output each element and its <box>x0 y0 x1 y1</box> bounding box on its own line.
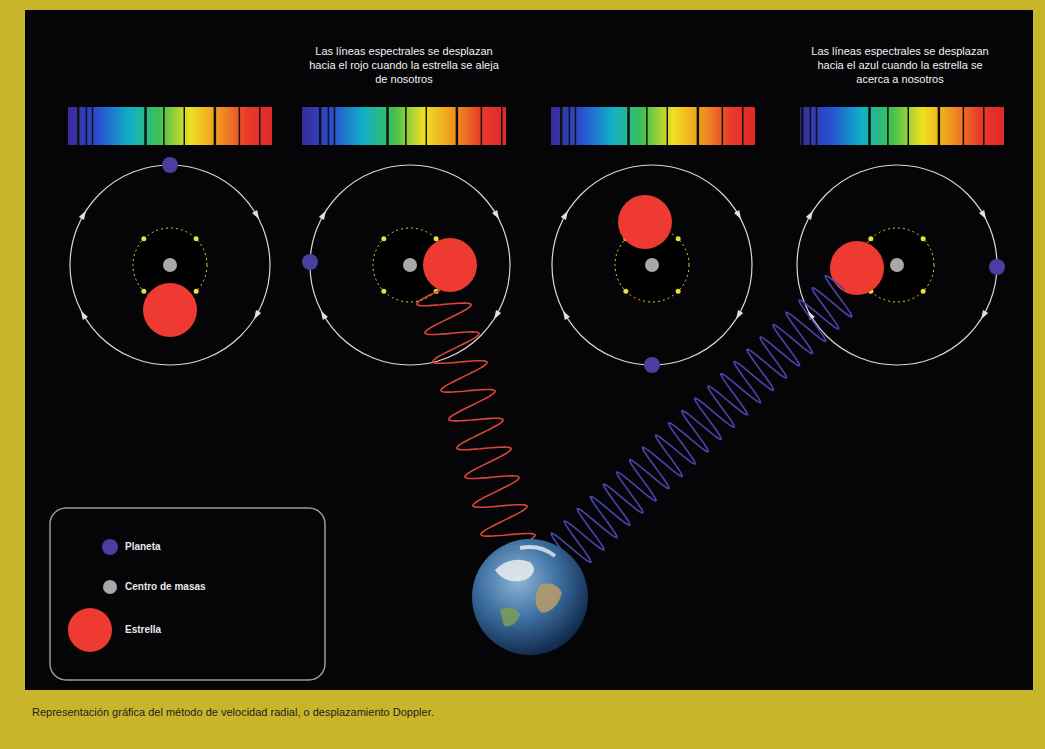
spectral-line <box>77 107 80 145</box>
orbit-arrow <box>868 236 873 241</box>
orbit-arrow <box>676 236 681 241</box>
legend-label: Planeta <box>125 541 305 553</box>
spectral-line <box>569 107 571 145</box>
spectral-note: Las líneas espectrales se desplazan haci… <box>309 44 499 86</box>
spectral-line <box>816 107 818 145</box>
star <box>830 241 884 295</box>
orbit-arrow <box>806 211 813 220</box>
spectral-line <box>334 107 336 145</box>
orbit-arrow <box>492 210 499 219</box>
spectral-line <box>646 107 648 145</box>
earth <box>472 539 588 655</box>
spectral-line <box>405 107 407 145</box>
spectral-line <box>908 107 910 145</box>
spectral-line <box>868 107 871 145</box>
legend-label: Centro de masas <box>125 581 305 593</box>
spectral-line <box>481 107 483 145</box>
orbit-arrow <box>981 310 988 319</box>
spectral-line <box>810 107 812 145</box>
star <box>143 283 197 337</box>
spectral-line <box>239 107 241 145</box>
spectral-line <box>86 107 88 145</box>
spectral-line <box>963 107 965 145</box>
spectral-line <box>938 107 941 145</box>
spectral-line <box>983 107 985 145</box>
legend-swatch <box>103 580 117 594</box>
spectral-line <box>560 107 563 145</box>
legend-box <box>50 508 325 680</box>
star <box>423 238 477 292</box>
spectral-line <box>163 107 165 145</box>
center-of-mass <box>645 258 659 272</box>
planet-orbit <box>797 165 997 365</box>
orbit-arrow <box>254 310 261 319</box>
center-of-mass <box>403 258 417 272</box>
orbit-arrow <box>81 311 88 320</box>
spectral-line <box>328 107 330 145</box>
orbit-arrow <box>194 236 199 241</box>
figure-caption: Representación gráfica del método de vel… <box>32 705 932 719</box>
spectrum-bar <box>800 107 1004 145</box>
spectral-line <box>92 107 94 145</box>
center-of-mass <box>163 258 177 272</box>
spectral-line <box>214 107 217 145</box>
spectrum-bar <box>551 107 755 145</box>
orbit-arrow <box>623 289 628 294</box>
orbit-arrow <box>734 210 741 219</box>
orbit-arrow <box>252 210 259 219</box>
spectral-line <box>575 107 577 145</box>
light-wave <box>551 276 851 575</box>
spectral-line <box>887 107 889 145</box>
spectral-line <box>456 107 459 145</box>
planet-orbit <box>552 165 752 365</box>
planet <box>989 259 1005 275</box>
spectral-line <box>667 107 669 145</box>
spectral-line <box>259 107 261 145</box>
spectral-line <box>722 107 724 145</box>
center-of-mass <box>890 258 904 272</box>
planet <box>162 157 178 173</box>
spectrum-bar <box>302 107 506 145</box>
orbit-arrow <box>494 310 501 319</box>
orbit-arrow <box>921 236 926 241</box>
spectral-line <box>742 107 744 145</box>
orbit-arrow <box>921 289 926 294</box>
spectral-line <box>801 107 804 145</box>
spectrum-bar <box>68 107 272 145</box>
spectral-line <box>386 107 389 145</box>
orbit-arrow <box>676 289 681 294</box>
light-wave <box>417 290 543 578</box>
planet-orbit <box>310 165 510 365</box>
star <box>618 195 672 249</box>
planet <box>644 357 660 373</box>
legend-swatch <box>102 539 118 555</box>
planet <box>302 254 318 270</box>
orbit-arrow <box>561 211 568 220</box>
legend-swatch <box>68 608 112 652</box>
orbit-arrow <box>381 289 386 294</box>
spectral-line <box>426 107 428 145</box>
legend-label: Estrella <box>125 624 305 636</box>
spectral-line <box>144 107 147 145</box>
orbit-arrow <box>736 310 743 319</box>
orbit-arrow <box>194 289 199 294</box>
orbit-arrow <box>381 236 386 241</box>
orbit-arrow <box>321 311 328 320</box>
orbit-arrow <box>563 311 570 320</box>
spectral-line <box>501 107 503 145</box>
spectral-line <box>319 107 322 145</box>
spectral-line <box>627 107 630 145</box>
orbit-arrow <box>79 211 86 220</box>
planet-orbit <box>70 165 270 365</box>
orbit-arrow <box>319 211 326 220</box>
spectral-line <box>184 107 186 145</box>
orbit-arrow <box>434 236 439 241</box>
orbit-arrow <box>141 236 146 241</box>
orbit-arrow <box>141 289 146 294</box>
spectral-note: Las líneas espectrales se desplazan haci… <box>805 44 995 86</box>
orbit-arrow <box>979 210 986 219</box>
spectral-line <box>697 107 700 145</box>
